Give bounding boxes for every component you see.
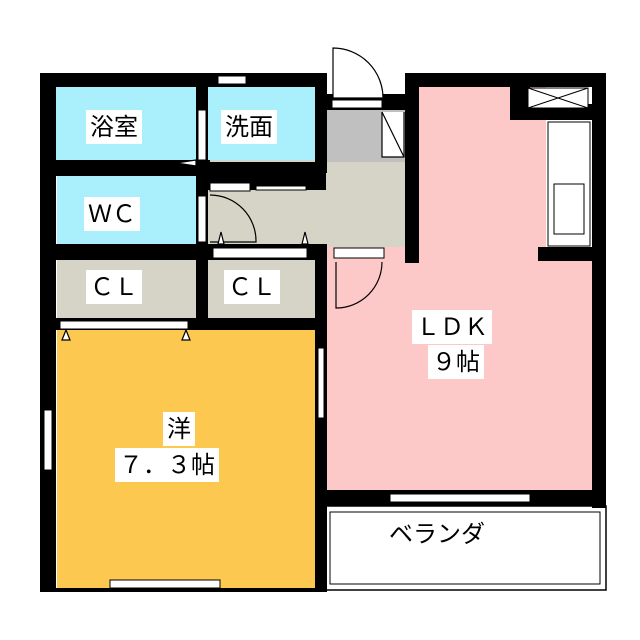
doors <box>61 47 405 341</box>
veranda <box>323 505 607 591</box>
kitchen-counter <box>547 121 591 247</box>
ldk-size-label: ９帖 <box>428 345 484 379</box>
ldk-name-label: ＬＤＫ <box>412 310 492 344</box>
western-name-label: 洋 <box>163 412 195 446</box>
range-hood <box>527 87 589 109</box>
veranda-label: ベランダ <box>389 520 485 548</box>
closet-2-label: ＣＬ <box>224 270 280 304</box>
closet-1-label: ＣＬ <box>86 270 142 304</box>
windows <box>43 75 531 589</box>
washroom-label: 洗面 <box>221 110 277 144</box>
bath-label: 浴室 <box>86 110 142 144</box>
western-size-label: ７．３帖 <box>115 448 219 482</box>
wc-label: ＷＣ <box>84 197 140 231</box>
